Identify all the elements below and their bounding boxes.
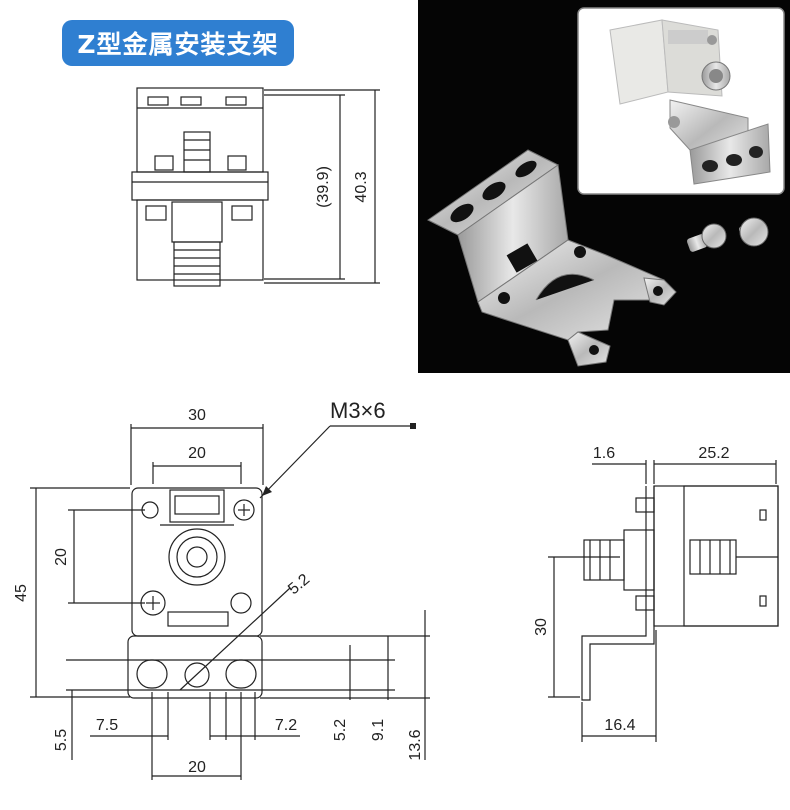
front-view	[30, 424, 430, 780]
side-view	[548, 460, 779, 742]
dim-30: 30	[188, 407, 206, 424]
bracket-photo	[427, 149, 677, 367]
dim-7-2: 7.2	[275, 717, 297, 734]
dim-5-5: 5.5	[53, 729, 70, 751]
top-view	[131, 87, 380, 287]
dim-16-4: 16.4	[604, 717, 635, 734]
title-badge: Z型金属安装支架	[62, 20, 294, 66]
dim-1-6: 1.6	[593, 445, 615, 462]
inset-photo	[577, 7, 785, 195]
dim-13-6: 13.6	[407, 729, 424, 760]
dim-39-9: (39.9)	[315, 166, 332, 208]
dim-7-5: 7.5	[96, 717, 118, 734]
dim-20-pitch: 20	[53, 548, 70, 566]
dim-9-1: 9.1	[370, 719, 387, 741]
screw-photo	[686, 217, 769, 252]
title-text: Z型金属安装支架	[77, 30, 279, 59]
dim-45: 45	[13, 584, 30, 602]
dim-25-2: 25.2	[698, 445, 729, 462]
dim-5-2-vert: 5.2	[332, 719, 349, 741]
dim-hole-dia: 5.2	[285, 571, 313, 598]
dim-20-top: 20	[188, 445, 206, 462]
product-photo	[418, 0, 790, 373]
dim-30-side: 30	[533, 618, 550, 636]
label-screw: M3×6	[330, 398, 386, 423]
dim-40-3: 40.3	[353, 171, 370, 202]
dim-20-slot: 20	[188, 759, 206, 776]
